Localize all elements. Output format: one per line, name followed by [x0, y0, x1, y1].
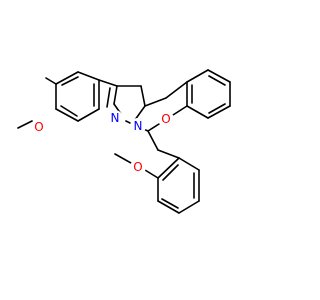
- bond: [207, 105, 231, 119]
- atom-o-ring: O: [158, 111, 174, 127]
- bond: [178, 200, 200, 214]
- molecule-structure: N N O O O: [17, 69, 231, 214]
- double-bond-inner: [161, 198, 179, 209]
- pyrazoline-ring: [106, 85, 146, 125]
- bond: [157, 149, 180, 159]
- atom-label-o-methoxy-left: O: [34, 120, 43, 134]
- bond: [77, 71, 100, 81]
- methoxyphenyl-left: [17, 71, 118, 129]
- benzo-ring: [186, 69, 231, 119]
- bond: [157, 157, 180, 179]
- atom-n1: N: [107, 110, 123, 126]
- atom-n2: N: [130, 118, 146, 134]
- bond: [186, 105, 209, 119]
- bond: [77, 108, 100, 122]
- atom-o-methoxy-bottom: O: [130, 159, 146, 175]
- bond: [147, 130, 159, 151]
- bond: [147, 123, 160, 132]
- bond: [55, 108, 79, 122]
- atom-label-o-methoxy-bottom: O: [133, 160, 142, 174]
- bond: [207, 69, 231, 83]
- bond: [140, 85, 146, 107]
- bond: [157, 200, 180, 214]
- atom-label-n1: N: [111, 111, 120, 125]
- bond: [178, 157, 200, 171]
- bond: [55, 71, 79, 85]
- double-bond-outer: [106, 87, 111, 108]
- methoxyphenyl-bottom: [114, 130, 200, 214]
- atom-label-n2: N: [134, 119, 143, 133]
- atom-o-methoxy-left: O: [31, 119, 47, 135]
- bond: [98, 79, 118, 87]
- atom-label-o-ring: O: [161, 112, 170, 126]
- bond: [172, 105, 188, 116]
- bond: [144, 97, 167, 107]
- bond: [45, 77, 57, 85]
- double-bond-inner: [208, 75, 226, 86]
- bond: [165, 81, 188, 99]
- bond: [17, 120, 33, 129]
- bond: [114, 153, 132, 164]
- double-bond-inner: [60, 105, 78, 117]
- bond: [186, 69, 209, 83]
- double-bond-inner: [162, 164, 179, 181]
- double-bond-inner: [208, 103, 226, 114]
- bond: [113, 85, 118, 105]
- molecule-canvas: N N O O O: [17, 69, 231, 214]
- bond: [144, 169, 159, 179]
- oxazine-ring: [131, 81, 188, 132]
- double-bond-inner: [61, 76, 79, 86]
